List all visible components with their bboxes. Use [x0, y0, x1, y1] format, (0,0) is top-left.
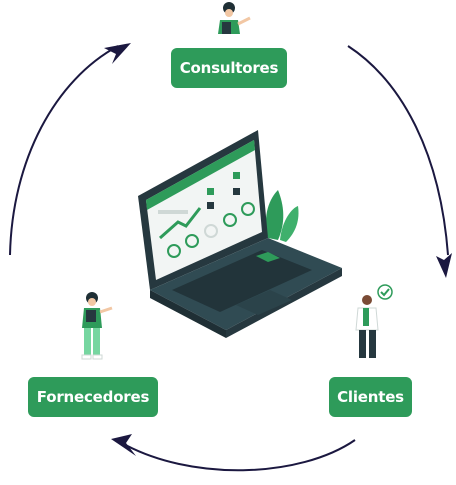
clientes-badge: Clientes [329, 377, 412, 417]
laptop-dashboard-icon [138, 130, 342, 338]
cycle-arrows [9, 45, 449, 472]
consultores-badge: Consultores [171, 48, 287, 88]
arc-fornecedores-to-consultores [9, 45, 119, 256]
fornecedores-badge: Fornecedores [28, 377, 158, 417]
cycle-arrow-icon [111, 434, 136, 456]
client-person-icon [355, 295, 379, 358]
cycle-arrow-icon [104, 43, 131, 64]
consultant-person-icon [218, 2, 251, 34]
arc-consultores-to-clientes [347, 45, 449, 256]
cycle-arrow-icon [436, 253, 452, 278]
arc-clientes-to-fornecedores [119, 439, 356, 472]
supplier-person-icon [81, 292, 113, 360]
checkmark-badge-icon [377, 284, 393, 300]
